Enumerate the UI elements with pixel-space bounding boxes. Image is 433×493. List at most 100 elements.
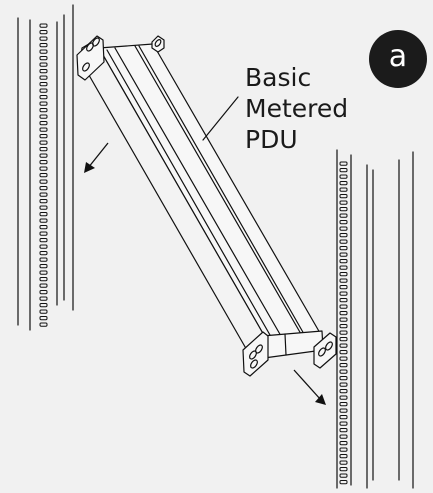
rail-hole <box>339 467 348 472</box>
rail-hole <box>339 259 348 264</box>
rail-hole <box>39 30 48 35</box>
rail-hole <box>39 101 48 106</box>
rail-hole <box>339 233 348 238</box>
rail-hole <box>39 270 48 275</box>
rail-hole <box>39 277 48 282</box>
left-mounting-bracket <box>76 35 165 81</box>
rail-hole <box>339 337 348 342</box>
rail-hole <box>339 395 348 400</box>
rail-hole <box>39 238 48 243</box>
rail-hole <box>339 311 348 316</box>
rail-hole <box>39 62 48 67</box>
rail-hole <box>339 317 348 322</box>
rail-hole <box>339 194 348 199</box>
right-rail-holes <box>339 161 348 485</box>
rail-hole <box>39 251 48 256</box>
rail-hole <box>339 324 348 329</box>
rail-hole <box>339 454 348 459</box>
right-arrow <box>293 369 326 405</box>
rail-hole <box>39 179 48 184</box>
rail-hole <box>39 43 48 48</box>
rail-hole <box>39 303 48 308</box>
rail-hole <box>39 296 48 301</box>
rail-hole <box>339 272 348 277</box>
rail-hole <box>339 168 348 173</box>
rail-hole <box>339 174 348 179</box>
rail-hole <box>39 166 48 171</box>
pdu-unit <box>79 37 324 359</box>
rail-hole <box>339 356 348 361</box>
rail-hole <box>39 192 48 197</box>
rail-hole <box>39 95 48 100</box>
rail-hole <box>39 121 48 126</box>
rail-hole <box>39 218 48 223</box>
label-leader-line <box>202 96 239 141</box>
rail-hole <box>339 376 348 381</box>
rail-hole <box>339 415 348 420</box>
rail-hole <box>339 369 348 374</box>
rail-hole <box>339 408 348 413</box>
rail-hole <box>39 75 48 80</box>
rail-hole <box>339 220 348 225</box>
pdu-label-line-1: Basic <box>245 63 312 92</box>
rail-hole <box>339 350 348 355</box>
figure-label-badge: a <box>369 30 427 88</box>
rail-hole <box>39 199 48 204</box>
rail-hole <box>39 160 48 165</box>
rail-hole <box>339 421 348 426</box>
rail-hole <box>39 147 48 152</box>
rail-hole <box>339 363 348 368</box>
rail-hole <box>39 23 48 28</box>
rail-hole <box>39 88 48 93</box>
rail-hole <box>339 252 348 257</box>
rail-hole <box>339 330 348 335</box>
rail-hole <box>339 161 348 166</box>
rail-hole <box>39 283 48 288</box>
rail-hole <box>339 460 348 465</box>
rail-hole <box>339 304 348 309</box>
rail-hole <box>339 187 348 192</box>
rail-hole <box>339 382 348 387</box>
rail-hole <box>39 153 48 158</box>
right-rack-rails <box>336 149 414 489</box>
left-rail-holes <box>39 23 48 327</box>
pdu-label-line-3: PDU <box>245 125 298 154</box>
rail-hole <box>339 389 348 394</box>
rail-hole <box>339 200 348 205</box>
rail-hole <box>39 225 48 230</box>
rail-hole <box>39 316 48 321</box>
rail-hole <box>39 82 48 87</box>
rail-hole <box>339 447 348 452</box>
rail-hole <box>339 441 348 446</box>
rail-hole <box>339 207 348 212</box>
rail-hole <box>39 140 48 145</box>
rail-hole <box>39 231 48 236</box>
rail-hole <box>39 134 48 139</box>
rail-hole <box>39 290 48 295</box>
rail-hole <box>339 291 348 296</box>
rail-hole <box>39 309 48 314</box>
rail-hole <box>339 298 348 303</box>
rail-hole <box>339 265 348 270</box>
right-mounting-bracket <box>242 331 337 377</box>
rail-hole <box>39 36 48 41</box>
rail-hole <box>339 213 348 218</box>
rail-hole <box>339 226 348 231</box>
rail-hole <box>339 480 348 485</box>
rail-hole <box>39 69 48 74</box>
rail-hole <box>339 434 348 439</box>
rail-hole <box>39 186 48 191</box>
rail-hole <box>39 244 48 249</box>
left-arrow <box>84 142 109 173</box>
rail-hole <box>339 473 348 478</box>
rail-hole <box>339 239 348 244</box>
rail-hole <box>39 264 48 269</box>
pdu-label-line-2: Metered <box>245 94 349 123</box>
rail-hole <box>39 257 48 262</box>
rail-hole <box>339 278 348 283</box>
left-rack-rails <box>17 4 74 331</box>
rail-hole <box>39 56 48 61</box>
rail-hole <box>39 173 48 178</box>
rail-hole <box>39 212 48 217</box>
